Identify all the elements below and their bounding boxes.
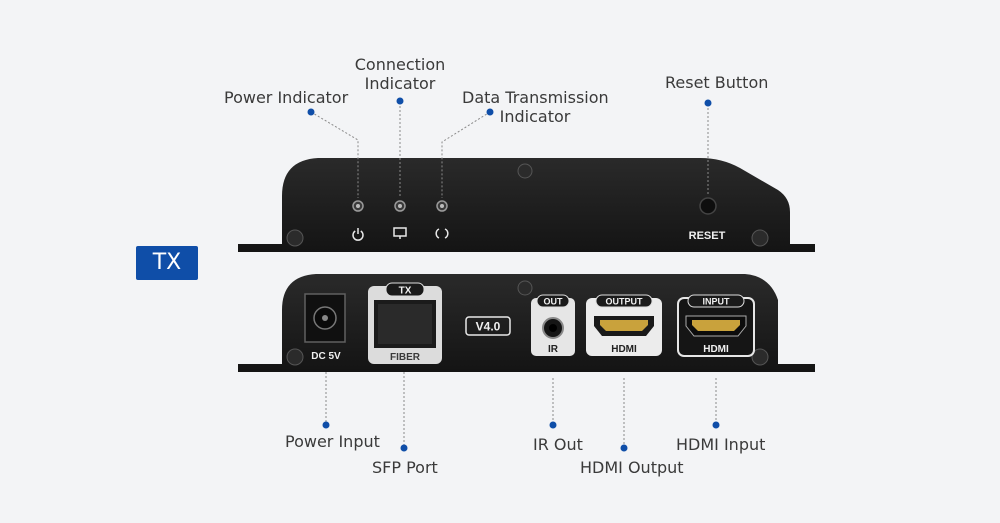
dc-power-jack[interactable] bbox=[304, 293, 346, 343]
power-input-label: Power Input bbox=[285, 432, 380, 451]
power-icon bbox=[352, 228, 364, 241]
hdmi-output-bottom-label: HDMI bbox=[611, 344, 637, 355]
leader-dots bbox=[307, 97, 720, 452]
ir-label: IR bbox=[548, 344, 559, 355]
connection-indicator-line1: Connection bbox=[354, 55, 446, 74]
sfp-tx-label: TX bbox=[399, 286, 412, 297]
connection-indicator-label: Connection Indicator bbox=[352, 55, 448, 93]
connection-indicator-line2: Indicator bbox=[364, 74, 436, 93]
data-transmission-indicator-label: Data Transmission Indicator bbox=[462, 88, 609, 126]
hdmi-input-label-text: HDMI Input bbox=[676, 435, 766, 454]
hdmi-output-port[interactable] bbox=[586, 294, 662, 356]
monitor-icon bbox=[393, 227, 407, 239]
version-badge bbox=[465, 316, 511, 336]
reset-button[interactable] bbox=[699, 197, 717, 215]
hdmi-input-bottom-label: HDMI bbox=[703, 344, 729, 355]
power-indicator-label: Power Indicator bbox=[224, 88, 349, 107]
data-transmission-line1: Data Transmission bbox=[462, 88, 609, 107]
top-device-panel: RESET bbox=[238, 158, 815, 252]
screw-hole bbox=[751, 229, 769, 247]
connection-indicator-led bbox=[394, 200, 406, 212]
ir-out-port[interactable] bbox=[531, 294, 575, 356]
reset-label: RESET bbox=[689, 230, 726, 242]
data-transmission-line2: Indicator bbox=[499, 107, 571, 126]
sfp-port[interactable] bbox=[368, 282, 442, 364]
screw-hole bbox=[751, 348, 769, 366]
hdmi-input-port[interactable] bbox=[677, 294, 755, 357]
refresh-icon bbox=[435, 228, 449, 239]
tx-badge: TX bbox=[136, 246, 198, 280]
hdmi-output-top-label: OUTPUT bbox=[606, 297, 644, 307]
bottom-device-panel: DC 5V TX FIBER V4.0 OUT IR OUTPUT bbox=[238, 274, 815, 372]
version-label: V4.0 bbox=[476, 320, 501, 334]
ir-out-label: OUT bbox=[544, 297, 564, 307]
leader-lines bbox=[310, 102, 717, 447]
sfp-fiber-label: FIBER bbox=[390, 352, 421, 363]
power-indicator-led bbox=[352, 200, 364, 212]
screw-hole bbox=[517, 280, 533, 296]
reset-button-label: Reset Button bbox=[665, 73, 769, 92]
sfp-port-label: SFP Port bbox=[372, 458, 438, 477]
screw-hole bbox=[286, 229, 304, 247]
dc-label: DC 5V bbox=[311, 351, 341, 362]
data-indicator-led bbox=[436, 200, 448, 212]
screw-hole bbox=[286, 348, 304, 366]
hdmi-input-top-label: INPUT bbox=[703, 297, 731, 307]
ir-out-label-text: IR Out bbox=[533, 435, 583, 454]
screw-hole bbox=[517, 163, 533, 179]
hdmi-output-label-text: HDMI Output bbox=[580, 458, 684, 477]
